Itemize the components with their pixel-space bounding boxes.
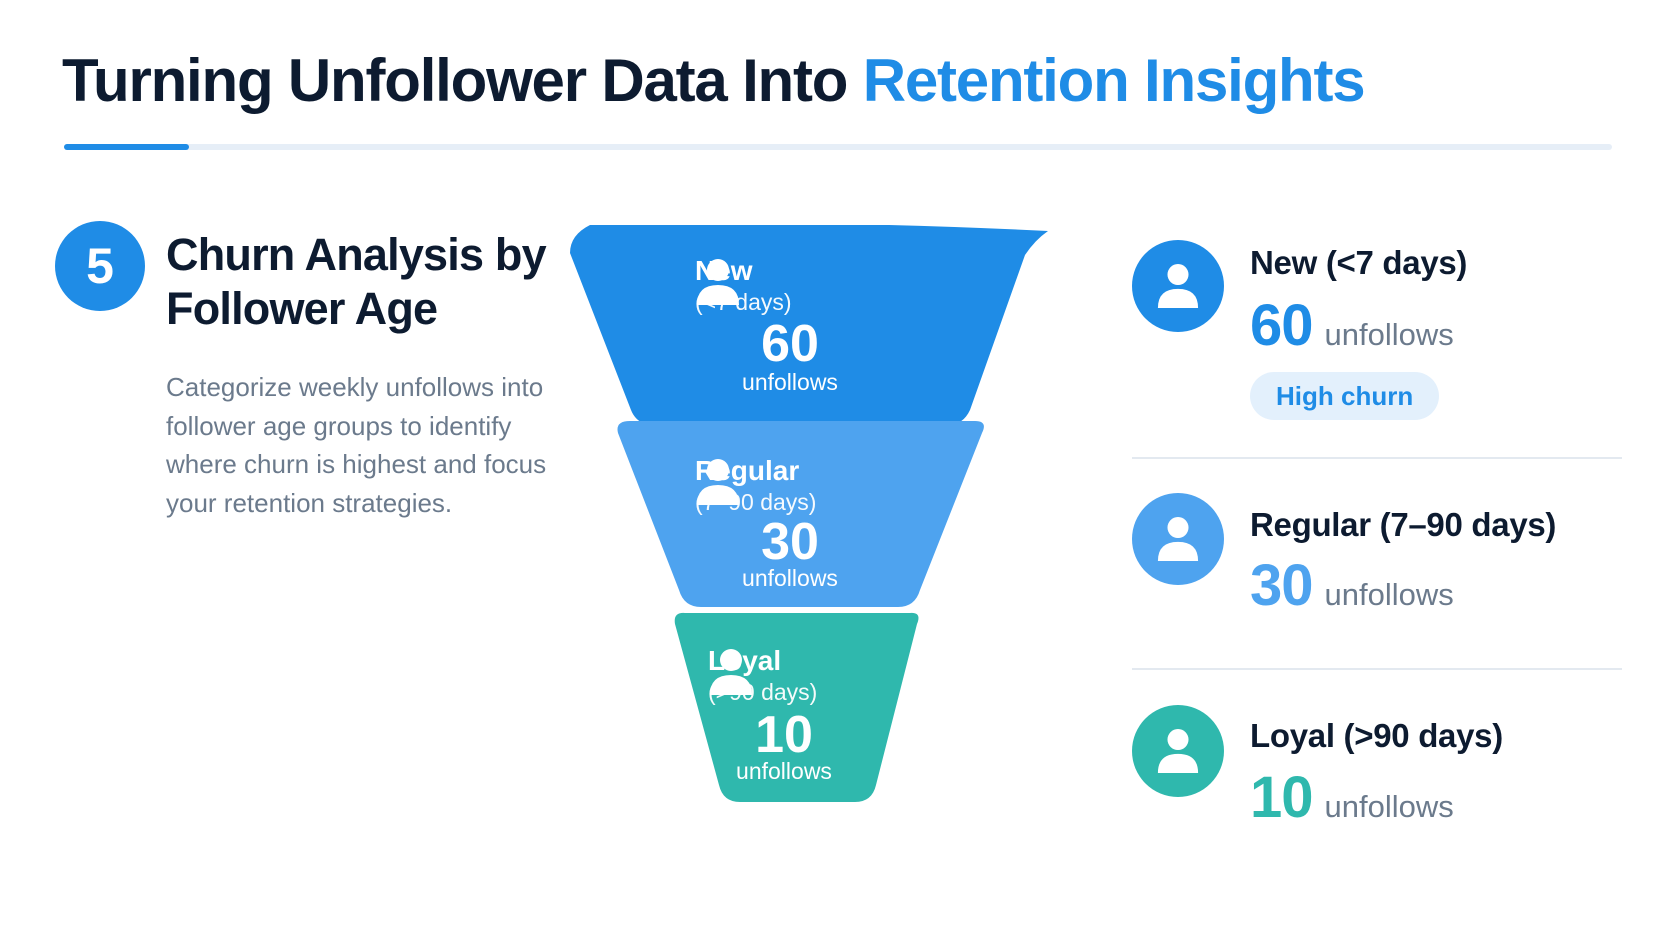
funnel-stage-new-unit: unfollows: [742, 369, 838, 395]
legend-loyal-value-row: 10 unfollows: [1250, 764, 1454, 831]
legend-panel: New (<7 days) 60 unfollows High churn Re…: [1132, 0, 1622, 941]
legend-divider: [1132, 668, 1622, 670]
step-number-badge: 5: [55, 221, 145, 311]
funnel-stage-loyal-range: (>90 days): [708, 679, 818, 705]
legend-loyal-unit: unfollows: [1324, 789, 1454, 824]
user-icon: [1157, 729, 1199, 773]
title-main: Turning Unfollower Data Into: [62, 47, 848, 114]
high-churn-badge: High churn: [1250, 372, 1440, 420]
legend-loyal-label: Loyal (>90 days): [1250, 717, 1503, 754]
title-underline-accent: [64, 144, 189, 150]
funnel-stage-new-value: 60: [761, 315, 819, 373]
page-title: Turning Unfollower Data Into Retention I…: [62, 46, 1366, 115]
funnel-stage-regular-value: 30: [761, 513, 819, 571]
funnel-stage-regular-unit: unfollows: [742, 565, 838, 591]
user-icon: [697, 259, 739, 305]
user-icon: [710, 649, 752, 695]
section-description: Categorize weekly unfollows into followe…: [166, 372, 547, 518]
legend-new-icon-circle: [1132, 240, 1224, 332]
funnel-stage-new-shape: [570, 225, 1048, 425]
funnel-stage-loyal-header: Loyal (>90 days): [708, 645, 817, 707]
legend-new-value-row: 60 unfollows: [1250, 292, 1454, 359]
user-icon: [1157, 264, 1199, 308]
funnel-stage-loyal-unit: unfollows: [736, 758, 832, 784]
legend-divider: [1132, 457, 1622, 459]
title-accent: Retention Insights: [862, 47, 1366, 114]
title-underline: [64, 144, 1612, 150]
funnel-stage-new-range: (<7 days): [695, 289, 792, 315]
funnel-stage-regular-range: (7–90 days): [695, 489, 817, 515]
user-icon: [697, 459, 739, 505]
legend-regular-value-row: 30 unfollows: [1250, 552, 1454, 619]
legend-new-value: 60: [1250, 293, 1314, 358]
legend-regular-value: 30: [1250, 553, 1314, 618]
legend-new-label: New (<7 days): [1250, 244, 1468, 281]
legend-new-unit: unfollows: [1324, 317, 1454, 352]
legend-loyal-value: 10: [1250, 765, 1314, 830]
funnel-stage-new-header: New (<7 days): [695, 255, 792, 317]
user-icon: [1157, 517, 1199, 561]
churn-funnel: New (<7 days) 60 unfollows Regular (7–90…: [570, 225, 1110, 865]
legend-regular-unit: unfollows: [1324, 577, 1454, 612]
legend-regular-label: Regular (7–90 days): [1250, 506, 1557, 543]
legend-regular-icon-circle: [1132, 493, 1224, 585]
legend-loyal-icon-circle: [1132, 705, 1224, 797]
funnel-stage-loyal-value: 10: [755, 706, 813, 764]
funnel-stage-regular-header: Regular (7–90 days): [695, 455, 816, 517]
section-title: Churn Analysis by Follower Age: [166, 229, 547, 334]
